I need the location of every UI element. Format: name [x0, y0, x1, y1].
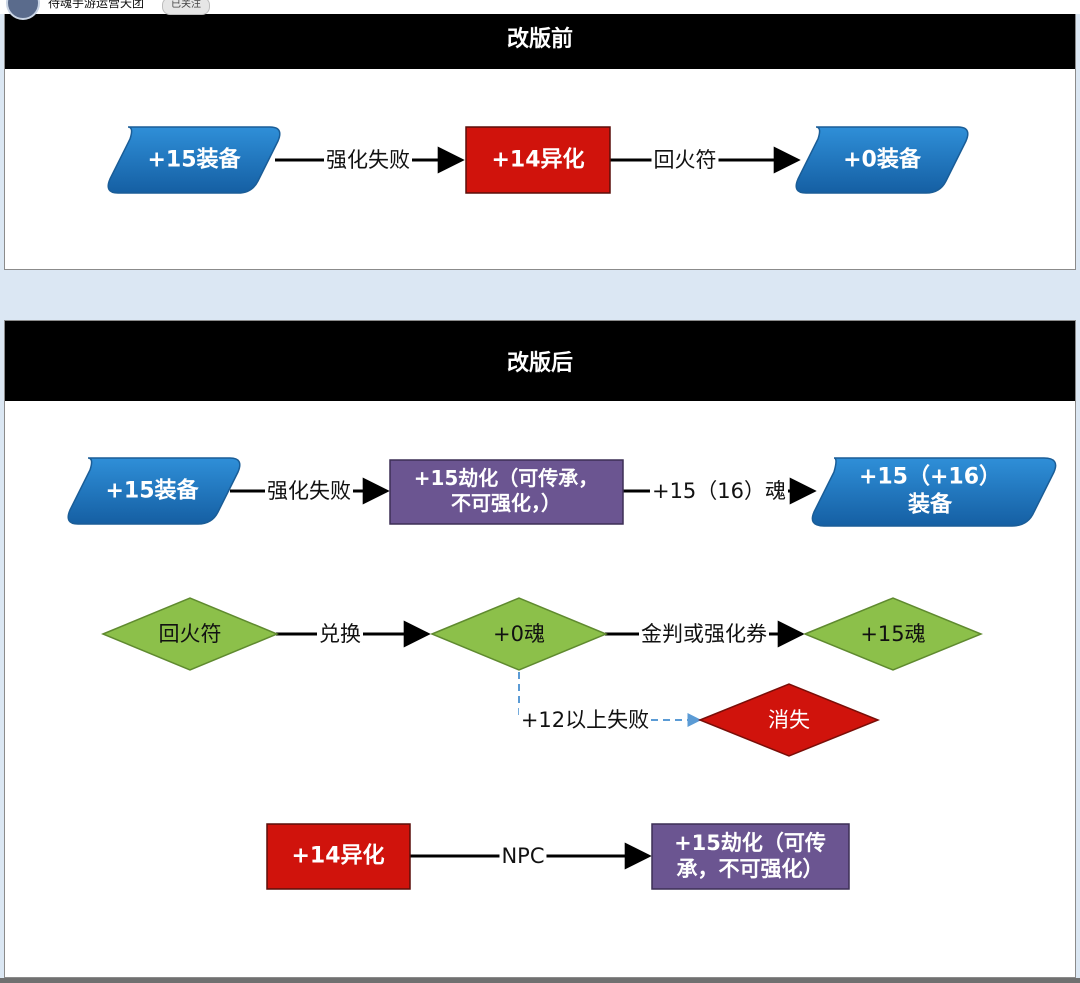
- node-n12-shape: [651, 823, 850, 890]
- before-title: 改版前: [5, 5, 1075, 69]
- bottom-border: [0, 978, 1080, 983]
- edge-e1-label: 强化失败: [324, 146, 412, 174]
- after-title: 改版后: [5, 321, 1075, 401]
- node-n9-label: +15魂: [860, 621, 926, 646]
- edge-e3-label: 强化失败: [265, 477, 353, 505]
- node-n2-shape: [465, 126, 611, 194]
- node-n1-shape: [107, 126, 281, 194]
- node-n7-label: 回火符: [158, 621, 222, 646]
- node-n3-shape: [795, 126, 969, 194]
- node-n5-label: +15劫化（可传承， 不可强化，）: [413, 466, 599, 515]
- edge-e8-label: NPC: [499, 842, 547, 870]
- edge-e4-label: +15（16）魂: [649, 477, 789, 505]
- node-n10-shape: [697, 683, 881, 757]
- node-n7-shape: [101, 597, 279, 671]
- node-n10-label: 消失: [768, 707, 810, 732]
- node-n9-shape: [803, 597, 983, 671]
- node-n8-shape: [430, 597, 608, 671]
- node-n1-label: +15装备: [147, 147, 241, 173]
- node-n6-label: +15（+16） 装备: [858, 464, 1002, 518]
- edge-e2-label: 回火符: [651, 146, 719, 174]
- node-n8-label: +0魂: [493, 621, 545, 646]
- node-n4-label: +15装备: [105, 478, 199, 504]
- follow-button[interactable]: 已关注: [162, 0, 210, 15]
- node-n4-shape: [67, 457, 241, 525]
- account-bar: 待魂手游运营天团 已关注: [0, 0, 1080, 20]
- node-n2-label: +14异化: [491, 147, 585, 173]
- node-n12-label: +15劫化（可传 承，不可强化）: [674, 830, 826, 881]
- edge-e7-label: +12以上失败: [518, 706, 652, 734]
- edge-e6-label: 金判或强化券: [639, 620, 769, 648]
- edge-e5-label: 兑换: [317, 620, 363, 648]
- node-n11-shape: [266, 823, 411, 890]
- node-n5-shape: [389, 459, 624, 525]
- node-n11-label: +14异化: [291, 843, 385, 869]
- node-n3-label: +0装备: [843, 147, 921, 173]
- node-n6-shape: [811, 457, 1057, 527]
- account-name[interactable]: 待魂手游运营天团: [48, 0, 145, 10]
